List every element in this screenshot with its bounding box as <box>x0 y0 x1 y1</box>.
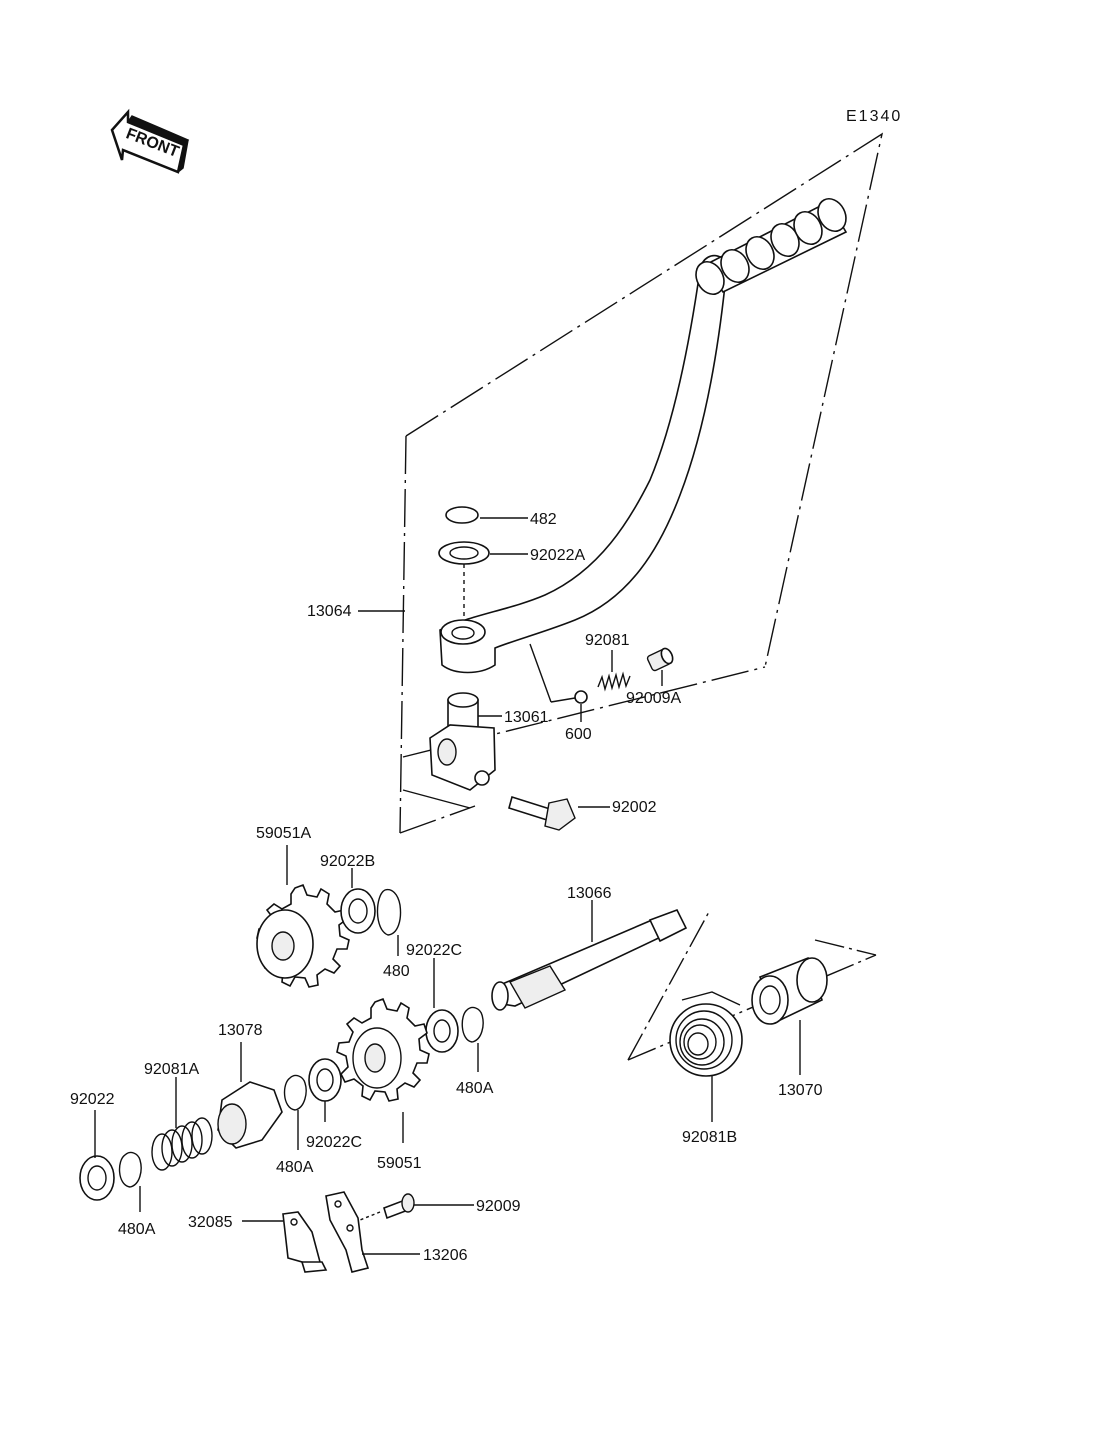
label-13206: 13206 <box>423 1247 468 1264</box>
circlip-480A-mid: 480A <box>456 1006 494 1097</box>
label-92022C-top: 92022C <box>406 942 462 959</box>
pedal-grip <box>695 197 848 296</box>
washer-92022C-top: 92022C <box>406 942 462 1053</box>
front-arrow-icon: FRONT <box>110 108 190 174</box>
set-screw-92009A: 92009A <box>626 647 681 707</box>
label-482: 482 <box>530 511 557 528</box>
sleeve-13070: 13070 <box>751 956 828 1099</box>
guide-13206: 13206 <box>325 1191 468 1273</box>
label-480A-center: 480A <box>276 1159 314 1176</box>
label-92081B: 92081B <box>682 1129 737 1146</box>
washer-92022: 92022 <box>70 1091 115 1201</box>
spring-92081B: 92081B <box>669 991 743 1146</box>
label-600: 600 <box>565 726 592 743</box>
label-92081: 92081 <box>585 632 630 649</box>
ratchet-gear-13078: 13078 <box>217 1022 283 1149</box>
circlip-480: 480 <box>376 888 410 980</box>
label-480: 480 <box>383 963 410 980</box>
spring-92081A: 92081A <box>144 1061 213 1171</box>
label-92022C-bottom: 92022C <box>306 1134 362 1151</box>
label-32085: 32085 <box>188 1214 233 1231</box>
label-13078: 13078 <box>218 1022 263 1039</box>
label-480A-left: 480A <box>118 1221 156 1238</box>
bolt-92009: 92009 <box>359 1193 521 1221</box>
washer-92022C-bottom: 92022C <box>306 1058 362 1151</box>
ball-600: 600 <box>529 643 592 743</box>
label-59051: 59051 <box>377 1155 422 1172</box>
pedal-boss-13061: 13061 <box>429 692 549 791</box>
label-92009: 92009 <box>476 1198 521 1215</box>
washer-92022A: 92022A <box>438 541 585 565</box>
label-13070: 13070 <box>778 1082 823 1099</box>
label-92081A: 92081A <box>144 1061 199 1078</box>
spring-92081: 92081 <box>585 632 631 692</box>
label-92022A: 92022A <box>530 547 585 564</box>
label-13061: 13061 <box>504 709 549 726</box>
label-13066: 13066 <box>567 885 612 902</box>
kick-pedal-arm <box>439 197 848 674</box>
gear-59051: 59051 <box>336 997 430 1172</box>
washer-92022B: 92022B <box>320 853 376 934</box>
kick-shaft-13066: 13066 <box>491 885 688 1011</box>
circlip-482: 482 <box>445 506 557 528</box>
plate-32085: 32085 <box>188 1211 328 1273</box>
label-59051A: 59051A <box>256 825 311 842</box>
circlip-480A-center: 480A <box>276 1074 314 1176</box>
label-480A-mid: 480A <box>456 1080 494 1097</box>
gear-59051A: 59051A <box>256 825 350 988</box>
label-92009A: 92009A <box>626 690 681 707</box>
label-92022B: 92022B <box>320 853 375 870</box>
bolt-92002: 92002 <box>508 795 657 831</box>
diagram-code: E1340 <box>846 108 902 125</box>
label-92002: 92002 <box>612 799 657 816</box>
circlip-480A-left: 480A <box>118 1151 156 1238</box>
label-92022: 92022 <box>70 1091 115 1108</box>
label-13064: 13064 <box>307 603 352 620</box>
